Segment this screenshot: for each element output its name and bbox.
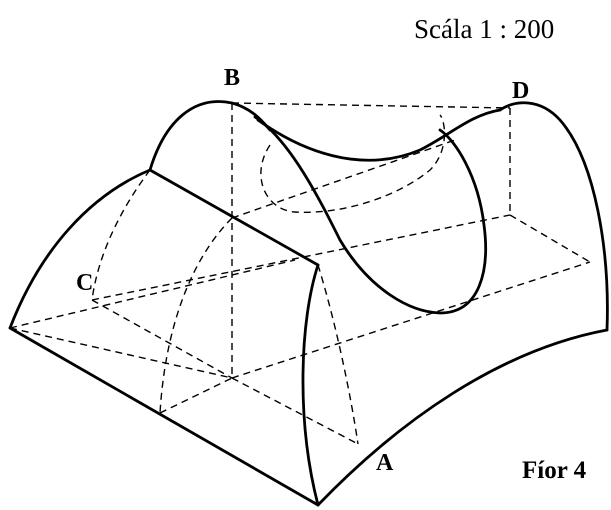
base-front-rear <box>91 299 233 379</box>
front-left-arch <box>8 168 152 330</box>
base-long-diagonal <box>91 214 511 301</box>
saddle-top-curve <box>256 108 502 162</box>
front-right-side <box>301 263 320 507</box>
arc-front-hidden <box>159 217 233 414</box>
scale-label: Scála 1 : 200 <box>414 14 554 44</box>
base-center-to-right <box>9 259 296 329</box>
point-label-a: A <box>376 450 394 476</box>
visible-edges <box>8 100 609 507</box>
point-label-c: C <box>76 270 93 296</box>
base-edge-back-diagonal <box>231 261 591 379</box>
figure-label: Fíor 4 <box>522 457 587 484</box>
base-edge-center <box>231 377 359 445</box>
top-back-line <box>231 102 511 109</box>
hidden-edges <box>9 102 591 445</box>
right-base-edge <box>316 328 609 507</box>
ridge-b <box>148 100 272 172</box>
ridge-hidden <box>231 139 456 219</box>
base-mid-line <box>159 377 233 414</box>
point-label-b: B <box>224 65 240 91</box>
base-edge-left-to-back <box>9 327 233 379</box>
base-right-rear <box>509 214 591 263</box>
point-label-d: D <box>512 78 529 104</box>
arc-a-hidden <box>317 264 359 445</box>
front-top-edge <box>148 168 320 267</box>
right-arch <box>498 101 609 332</box>
back-arch-hidden <box>260 114 446 213</box>
front-bottom-edge <box>8 326 320 507</box>
arc-c-hidden <box>91 169 151 301</box>
saddle-front-curve <box>253 115 488 315</box>
